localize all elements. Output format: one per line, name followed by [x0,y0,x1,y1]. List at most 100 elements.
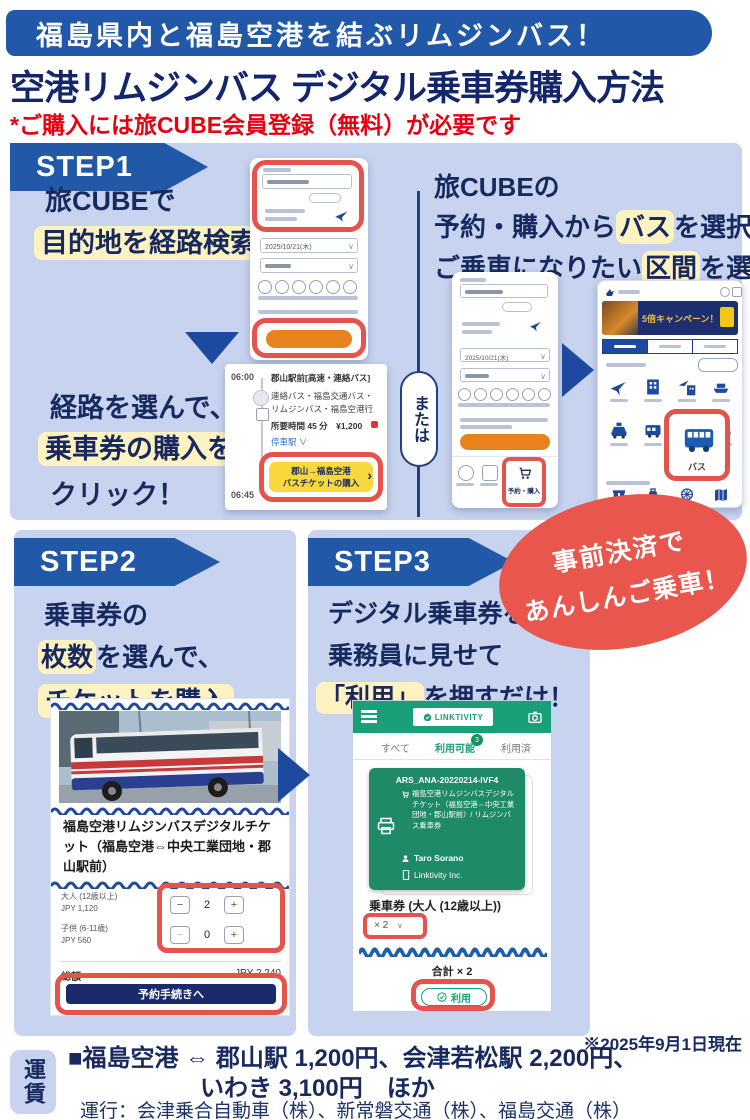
adult-price: JPY 1,120 [61,904,98,913]
mode-icon-2[interactable] [474,388,487,401]
date-select[interactable]: 2025/10/21(木) ∨ [260,238,358,253]
child-plus-button[interactable]: + [224,926,244,944]
mode-icon-4[interactable] [506,388,519,401]
mode-icon-1[interactable] [258,280,272,294]
tab-active[interactable] [603,340,647,353]
down-arrow [185,332,239,364]
coupon-section-placeholder [606,481,650,485]
quantity-select[interactable]: × 2 ∨ [374,920,403,931]
timeline-line [261,378,263,490]
adult-minus-button[interactable]: − [170,896,190,914]
step2-to-step3-arrow [278,748,310,802]
mode-icon-5[interactable] [522,388,535,401]
menu-icon[interactable] [361,710,377,723]
step2-line2-post: を選んで、 [96,642,224,672]
adult-plus-button[interactable]: + [224,896,244,914]
option-select[interactable]: ∨ [260,258,358,273]
search-button[interactable] [460,434,550,450]
mode-icon-3[interactable] [292,280,306,294]
site-logo-text-placeholder [618,290,640,294]
car-ferry-menu-icon[interactable] [708,377,734,402]
step3-line3-highlight: 「利用」 [316,682,425,714]
mode-icon-5[interactable] [326,280,340,294]
mode-icon-4[interactable] [309,280,323,294]
mode-icon-3[interactable] [490,388,503,401]
tab-available[interactable]: 利用可能 [435,744,475,755]
nav-label-placeholder [480,483,498,486]
use-button[interactable]: 利用 [421,988,487,1006]
note-line-placeholder [460,418,548,422]
app-logo-box: LINKTIVITY [413,708,493,726]
child-minus-button[interactable]: − [170,926,190,944]
lookup-pill[interactable] [698,358,738,372]
site-logo-icon [606,289,614,296]
right-arrow [562,343,594,397]
reserve-nav-highlight-box: 予約・購入 [502,457,546,507]
shuttle-menu-icon[interactable] [640,421,666,446]
flight-hotel-menu-icon[interactable] [674,377,700,402]
tab-all[interactable]: すべて [381,744,410,755]
destination-input[interactable] [262,174,352,189]
mode-icon-6[interactable] [343,280,357,294]
printer-icon[interactable] [376,816,396,836]
wave-border-top [51,702,289,710]
tab-available-badge: 3 [471,734,483,746]
person-icon [402,855,409,862]
nav-item-1[interactable] [458,465,474,481]
search-button-highlight-box [252,318,366,358]
bell-icon[interactable] [720,287,730,297]
mode-icon-2[interactable] [275,280,289,294]
tab-used[interactable]: 利用済 [501,744,531,755]
quantity-highlight-box: − 2 + − 0 + [157,883,285,953]
stops-link[interactable]: 停車駅 ∨ [271,437,308,447]
step1-right1: 旅CUBEの [434,172,560,202]
user-icon[interactable] [732,287,742,297]
bus-menu-label[interactable]: バス [687,462,706,472]
destination-highlight-box [252,160,364,232]
step3-line1: デジタル乗車券を [328,600,528,628]
swap-button[interactable] [309,193,341,203]
option-select[interactable]: ∨ [460,368,550,382]
step1-right2-highlight: バス [616,210,675,244]
step1-lead1: 旅CUBEで [45,186,176,216]
bus-icon[interactable] [682,422,716,456]
active-ticket-card[interactable]: ARS_ANA-20220214-IVF4 福島空港リムジンバスデジタルチケット… [369,768,525,890]
date-select[interactable]: 2025/10/21(木) ∨ [460,348,550,362]
chevron-right-icon: › [367,467,372,483]
wave-border-mid1 [51,807,289,815]
child-fare-label: 子供 (6-11歳) JPY 560 [61,923,108,947]
timeline-handle[interactable] [256,408,269,421]
adult-label: 大人 (12歳以上) [61,892,118,901]
airport-line2-placeholder [265,217,297,221]
buy-button-highlight-box: 郡山→福島空港 バスチケットの購入 › [259,452,383,502]
operators-line: 運行：会津乗合自動車（株）、新常磐交通（株）、福島交通（株） [80,1101,632,1120]
map-menu-icon[interactable] [708,487,734,503]
proceed-button[interactable]: 予約手続きへ [66,984,276,1004]
nav-item-2[interactable] [482,465,498,481]
campaign-banner[interactable]: 5倍キャンペーン！ [602,301,738,335]
reserve-nav-label[interactable]: 予約・購入 [507,488,541,495]
hotel-menu-icon[interactable] [640,377,666,402]
child-price: JPY 560 [61,936,92,945]
airplane-menu-icon[interactable] [606,377,632,402]
step1-lead2: 目的地を経路検索！ [34,225,291,261]
search-button[interactable] [266,330,352,348]
chevron-down-icon: ∨ [348,242,354,251]
phone-tabicube-home: 5倍キャンペーン！ [597,280,743,508]
camera-icon[interactable] [527,709,543,725]
bottom-nav: 予約・購入 [452,456,558,509]
tab-3[interactable] [692,340,737,353]
asof-note: ※2025年9月1日現在 [583,1035,742,1054]
swap-button[interactable] [502,302,532,312]
mode-icon-1[interactable] [458,388,471,401]
mode-icon-6[interactable] [538,388,551,401]
step1-right3-highlight: 区間 [642,251,701,285]
destination-input[interactable] [460,284,548,298]
use-button-label: 利用 [451,993,471,1005]
taxi-menu-icon[interactable] [606,421,632,446]
quantity-value: × 2 [374,920,389,931]
ticket-code: ARS_ANA-20220214-IVF4 [395,775,499,785]
buy-ticket-button[interactable]: 郡山→福島空港 バスチケットの購入 [269,462,373,492]
tab-2[interactable] [647,340,692,353]
